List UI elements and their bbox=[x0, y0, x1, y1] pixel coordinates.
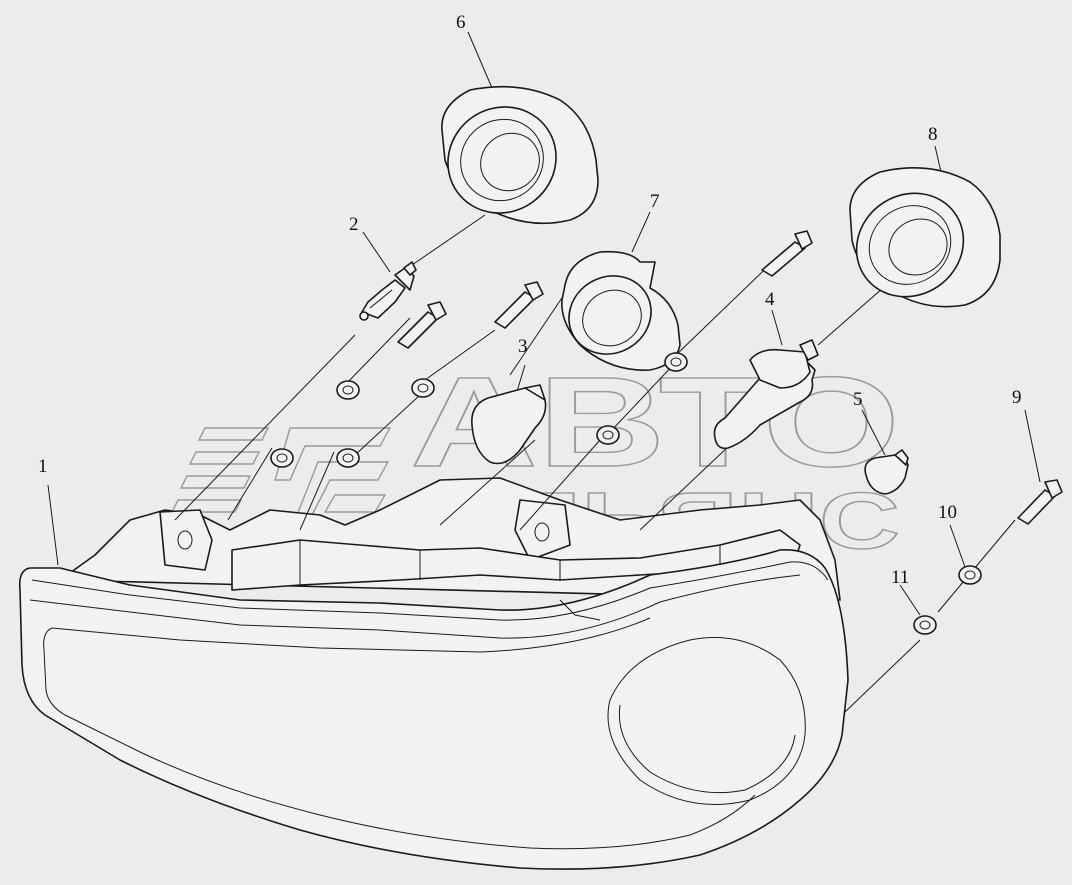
bulb-small bbox=[471, 384, 547, 465]
bulb-side bbox=[864, 449, 909, 495]
washer-2 bbox=[411, 378, 435, 398]
callout-labels: 1 2 3 4 5 6 7 8 9 10 11 bbox=[38, 12, 1022, 588]
reflector-ring-top bbox=[441, 85, 599, 225]
headlamp-housing bbox=[18, 477, 849, 870]
bolt-center-right bbox=[761, 230, 813, 277]
washers bbox=[270, 352, 982, 635]
washer-11 bbox=[913, 615, 937, 635]
washer-5 bbox=[664, 352, 688, 372]
washer-6 bbox=[596, 425, 620, 445]
callout-4: 4 bbox=[765, 289, 775, 310]
bolts bbox=[397, 230, 1063, 525]
callout-11: 11 bbox=[891, 567, 909, 588]
bolt-center-left bbox=[494, 281, 544, 329]
callout-2: 2 bbox=[349, 214, 359, 235]
washer-1 bbox=[336, 380, 360, 400]
leader-lines bbox=[47, 31, 1041, 713]
callout-6: 6 bbox=[456, 12, 466, 33]
callout-7: 7 bbox=[650, 191, 660, 212]
collar-adapter bbox=[561, 250, 681, 371]
bolt-right-9 bbox=[1017, 479, 1063, 525]
watermark-logo bbox=[170, 427, 392, 516]
callout-3: 3 bbox=[518, 336, 528, 357]
washer-3 bbox=[270, 448, 294, 468]
bulb-h7 bbox=[713, 339, 819, 450]
callout-5: 5 bbox=[853, 389, 863, 410]
callout-1: 1 bbox=[38, 456, 48, 477]
bolt-left bbox=[397, 301, 447, 349]
callout-8: 8 bbox=[928, 124, 938, 145]
washer-4 bbox=[336, 448, 360, 468]
callout-9: 9 bbox=[1012, 387, 1022, 408]
bulb-h1 bbox=[359, 261, 417, 321]
washer-10 bbox=[958, 565, 982, 585]
reflector-ring-right bbox=[849, 167, 1001, 308]
callout-10: 10 bbox=[938, 502, 957, 523]
